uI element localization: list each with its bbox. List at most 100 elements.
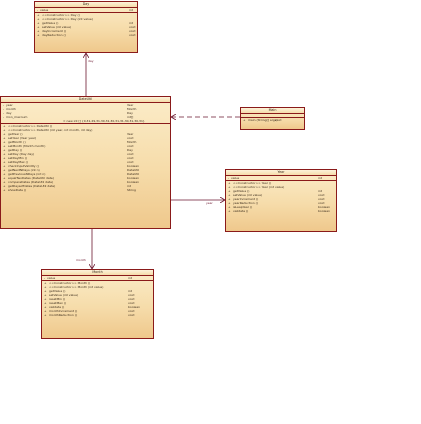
method-row: +monthReduction ()void (44, 313, 152, 317)
method-signature: getYear () (8, 132, 23, 136)
return-type: DateUtil (127, 168, 140, 172)
visibility-marker: + (37, 13, 40, 17)
return-type: boolean (127, 180, 139, 184)
return-type: void (128, 297, 135, 301)
method-row: +setDay (Day day)void (3, 152, 169, 156)
method-row: +<<Constructor>> Month () (44, 281, 152, 285)
visibility-marker: + (3, 124, 6, 128)
visibility-marker: + (228, 197, 231, 201)
return-type: void (318, 193, 325, 197)
method-signature: getMonth () (8, 140, 26, 144)
visibility-marker: + (3, 164, 6, 168)
method-row: +getDay ()Day (3, 148, 169, 152)
visibility-marker: + (228, 185, 231, 189)
method-signature: setDay (Day day) (8, 152, 35, 156)
return-type: Year (127, 132, 134, 136)
visibility-marker: + (3, 188, 6, 192)
method-row: +<<Constructor>> Day () (37, 13, 136, 17)
method-signature: <<Constructor>> Month (int value) (49, 285, 104, 289)
method-row: +equalTwoDates (DateUtil date)boolean (3, 176, 169, 180)
method-row: +dayReduction ()void (37, 33, 136, 37)
method-row: +getValue ()int (44, 289, 152, 293)
return-type: void (129, 33, 136, 37)
field-type: int[] (127, 115, 134, 119)
field-type: int (128, 276, 132, 280)
method-row: +<<Constructor>> DateUtil () (3, 124, 169, 128)
method-signature: setValue (int value) (233, 193, 263, 197)
field-row: = new int [] {0,31,29,31,30,31,30,31,31,… (3, 119, 169, 123)
visibility-marker: + (3, 132, 6, 136)
visibility-marker: + (3, 144, 6, 148)
field-type: Day (127, 111, 133, 115)
visibility-marker: + (44, 297, 47, 301)
field-name: year (6, 103, 13, 107)
return-type: boolean (318, 205, 330, 209)
method-signature: getDay () (8, 148, 23, 152)
method-signature: setValue (int value) (42, 25, 72, 29)
method-row: +main (String[] args)void (243, 118, 303, 122)
method-signature: <<Constructor>> Day () (42, 13, 80, 17)
method-row: +setValue (int value)void (228, 193, 335, 197)
method-row: +monthIncrement ()void (44, 309, 152, 313)
method-row: +resetMin ()void (44, 297, 152, 301)
visibility-marker: + (3, 160, 6, 164)
return-type: void (318, 197, 325, 201)
visibility-marker: + (3, 152, 6, 156)
class-title: Month (42, 270, 153, 276)
return-type: void (127, 160, 134, 164)
method-signature: <<Constructor>> Year (int value) (233, 185, 285, 189)
visibility-marker: + (3, 168, 6, 172)
return-type: void (318, 201, 325, 205)
methods-section: +<<Constructor>> DateUtil ()+<<Construct… (1, 124, 170, 192)
method-signature: getNextNDays (int n) (8, 168, 40, 172)
method-signature: getValue () (233, 189, 250, 193)
class-title: Day (35, 2, 137, 8)
method-row: +isLeapYear ()boolean (228, 205, 335, 209)
visibility-marker: + (228, 181, 231, 185)
method-row: +getPreviousNDays (int n)DateUtil (3, 172, 169, 176)
methods-section: +<<Constructor>> Year ()+<<Constructor>>… (226, 181, 336, 213)
return-type: DateUtil (127, 172, 140, 176)
visibility-marker: - (44, 276, 46, 280)
method-signature: checkInputValidity () (8, 164, 39, 168)
field-type: int (129, 8, 133, 12)
edge-label-day: day (88, 59, 94, 63)
method-row: +<<Constructor>> Day (int value) (37, 17, 136, 21)
method-signature: main (String[] args) (248, 118, 278, 122)
visibility-marker: + (3, 136, 6, 140)
method-signature: setDayMin () (8, 156, 28, 160)
field-name: value (231, 176, 240, 180)
field-name: day (6, 111, 12, 115)
visibility-marker: - (3, 115, 5, 119)
field-name: value (40, 8, 49, 12)
visibility-marker: + (44, 305, 47, 309)
visibility-marker: + (228, 209, 231, 213)
field-name: month (6, 107, 16, 111)
class-title: DateUtil (1, 97, 170, 103)
return-type: boolean (127, 176, 139, 180)
method-row: +getYear () Year (3, 132, 169, 136)
method-signature: showDate () (8, 188, 27, 192)
visibility-marker: + (44, 281, 47, 285)
method-signature: <<Constructor>> Year () (233, 181, 272, 185)
method-row: +resetMax ()void (44, 301, 152, 305)
visibility-marker: + (228, 205, 231, 209)
method-row: +showDate ()String (3, 188, 169, 192)
method-row: +getNextNDays (int n) DateUtil (3, 168, 169, 172)
return-type: boolean (318, 209, 330, 213)
method-row: +<<Constructor>> Year () (228, 181, 335, 185)
visibility-marker: + (243, 118, 246, 122)
visibility-marker: + (3, 140, 6, 144)
method-signature: dayReduction () (42, 33, 66, 37)
visibility-marker: + (3, 148, 6, 152)
class-main[interactable]: Main+main (String[] args)void (240, 107, 305, 130)
